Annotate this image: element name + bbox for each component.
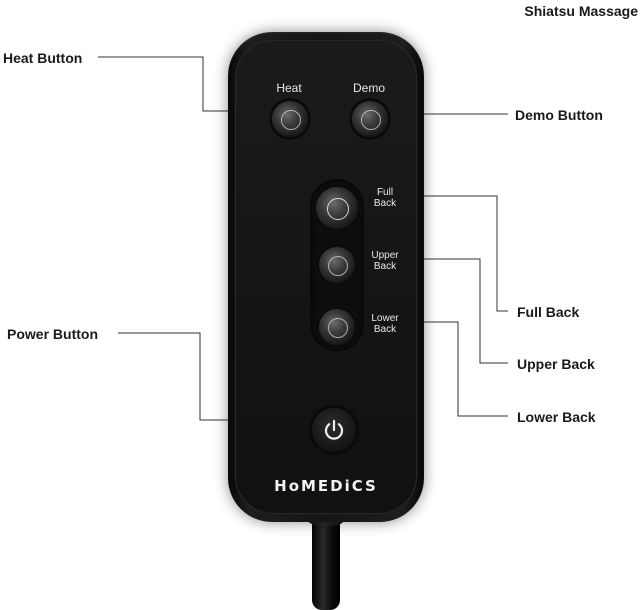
full-back-label-line2: Back xyxy=(373,198,397,209)
demo-label: Demo xyxy=(352,81,385,95)
full-back-button[interactable] xyxy=(316,187,358,229)
callout-full-back: Full Back xyxy=(517,304,580,320)
leader-upper-back xyxy=(397,258,508,364)
demo-button[interactable] xyxy=(352,101,388,137)
lower-back-button[interactable] xyxy=(319,309,355,345)
remote-face: Heat Demo Full Back Upper Back Lower Bac… xyxy=(235,40,417,514)
heat-label: Heat xyxy=(276,81,302,95)
lower-back-label-line2: Back xyxy=(373,324,397,335)
leader-full-back xyxy=(395,195,508,312)
upper-back-label-line2: Back xyxy=(373,261,397,272)
page-title: Shiatsu Massage xyxy=(524,3,638,19)
full-back-label: Full Back xyxy=(362,187,408,209)
leader-lower-back xyxy=(397,321,508,417)
callout-upper-back: Upper Back xyxy=(517,356,595,372)
heat-button[interactable] xyxy=(272,101,308,137)
callout-heat-button: Heat Button xyxy=(3,50,83,66)
full-back-label-line1: Full xyxy=(376,187,394,198)
callout-demo-button: Demo Button xyxy=(515,107,603,123)
upper-back-label: Upper Back xyxy=(362,250,408,272)
lower-back-label: Lower Back xyxy=(362,313,408,335)
power-icon xyxy=(324,419,344,440)
callout-power-button: Power Button xyxy=(7,326,98,342)
brand-logo: HoMEDiCS xyxy=(274,477,378,495)
lower-back-label-line1: Lower xyxy=(371,313,399,324)
callout-lower-back: Lower Back xyxy=(517,409,596,425)
power-button[interactable] xyxy=(312,408,356,452)
upper-back-button[interactable] xyxy=(319,247,355,283)
upper-back-label-line1: Upper xyxy=(371,250,399,261)
remote-control: Heat Demo Full Back Upper Back Lower Bac… xyxy=(228,32,424,522)
